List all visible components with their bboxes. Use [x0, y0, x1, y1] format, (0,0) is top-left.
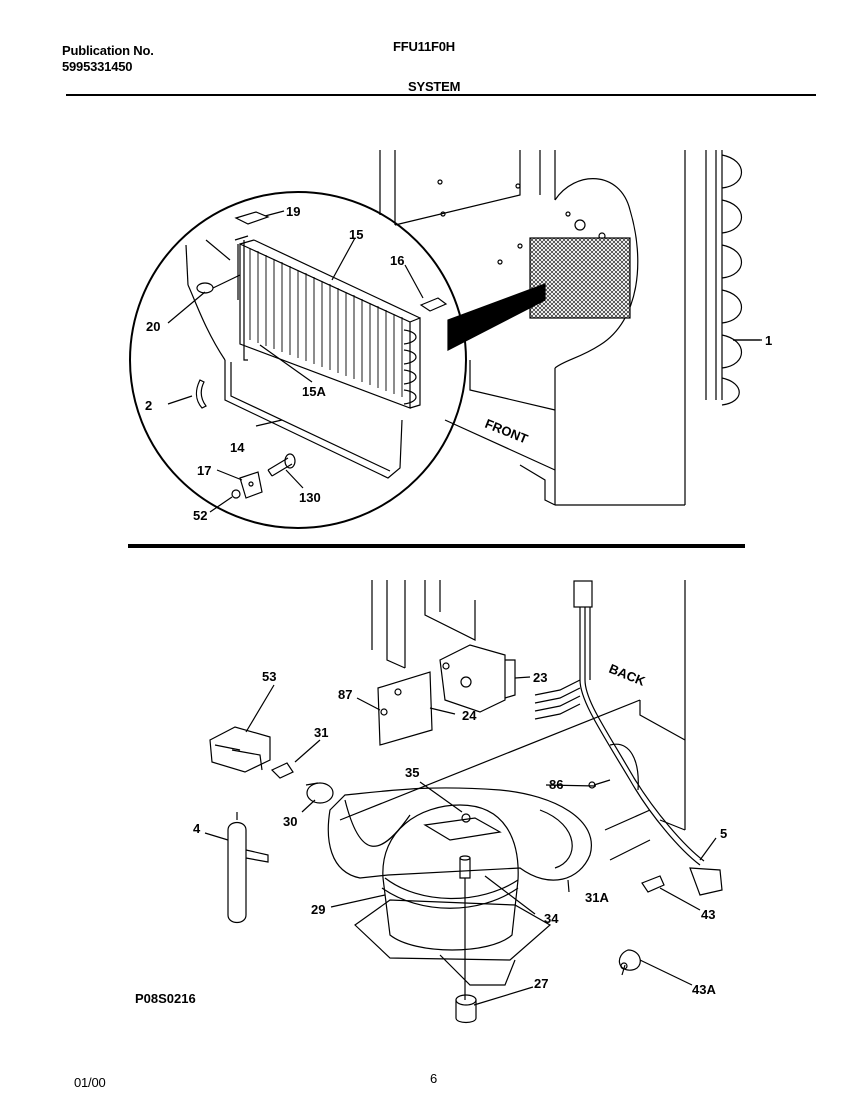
callout-17: 17	[197, 463, 211, 478]
footer-date: 01/00	[74, 1075, 106, 1090]
section-title: SYSTEM	[408, 79, 461, 94]
callout-31a: 31A	[585, 890, 609, 905]
part-35-screw	[461, 813, 471, 823]
part-130-screw	[267, 453, 296, 477]
callout-35: 35	[405, 765, 419, 780]
part-19	[234, 211, 270, 225]
callout-34: 34	[544, 911, 559, 926]
callout-31: 31	[314, 725, 328, 740]
publication-label: Publication No.	[62, 43, 154, 58]
part-31-clip	[270, 762, 294, 779]
page-number: 6	[430, 1071, 438, 1086]
callout-86: 86	[549, 777, 563, 792]
part-87-screw-2	[380, 708, 388, 716]
callout-14: 14	[230, 440, 245, 455]
section-divider	[128, 544, 745, 548]
callout-43: 43	[701, 907, 715, 922]
zoom-connector	[447, 283, 546, 351]
callout-130: 130	[299, 490, 321, 505]
callout-24: 24	[462, 708, 477, 723]
callout-15: 15	[349, 227, 363, 242]
part-87-screw	[394, 688, 402, 696]
part-34-sleeve	[459, 855, 471, 1000]
drawing-code: P08S0216	[135, 991, 196, 1006]
callout-30: 30	[283, 814, 297, 829]
part-43a-clamp	[618, 949, 641, 976]
part-20-sensor	[185, 239, 241, 361]
part-30-grommet	[305, 782, 334, 804]
callout-53: 53	[262, 669, 276, 684]
part-24-bracket	[377, 671, 433, 746]
part-14-heater-tube	[224, 360, 403, 479]
part-53-overload	[209, 726, 271, 773]
callout-4: 4	[193, 821, 201, 836]
part-2-clip	[195, 379, 207, 409]
callout-87: 87	[338, 687, 352, 702]
part-4-drier	[227, 812, 269, 924]
cabinet-interior	[379, 150, 686, 506]
callout-52: 52	[193, 508, 207, 523]
callout-5: 5	[720, 826, 727, 841]
callout-2: 2	[145, 398, 152, 413]
callout-15a: 15A	[302, 384, 326, 399]
part-23-relay	[439, 644, 516, 713]
part-43-clip	[641, 875, 665, 893]
header-rule	[66, 94, 816, 96]
detail-circle	[129, 191, 467, 529]
callout-43a: 43A	[692, 982, 716, 997]
part-27-grommet	[455, 994, 477, 1024]
evaporator-assembly	[234, 235, 421, 409]
part-52-washer	[231, 489, 241, 499]
callout-19: 19	[286, 204, 300, 219]
front-label: FRONT	[483, 416, 530, 447]
callout-16: 16	[390, 253, 404, 268]
part-5-power-cord	[534, 580, 723, 896]
part-29-compressor	[354, 804, 552, 986]
callout-27: 27	[534, 976, 548, 991]
condenser-coil	[705, 150, 760, 406]
callout-29: 29	[311, 902, 325, 917]
model-number: FFU11F0H	[393, 39, 455, 54]
callout-1: 1	[765, 333, 772, 348]
rear-cabinet	[339, 580, 686, 831]
part-17-bracket	[239, 471, 263, 499]
callout-20: 20	[146, 319, 160, 334]
back-label: BACK	[607, 661, 648, 689]
evaporator-grille	[529, 237, 631, 319]
publication-number: 5995331450	[62, 59, 133, 74]
part-16	[419, 297, 448, 312]
callout-23: 23	[533, 670, 547, 685]
